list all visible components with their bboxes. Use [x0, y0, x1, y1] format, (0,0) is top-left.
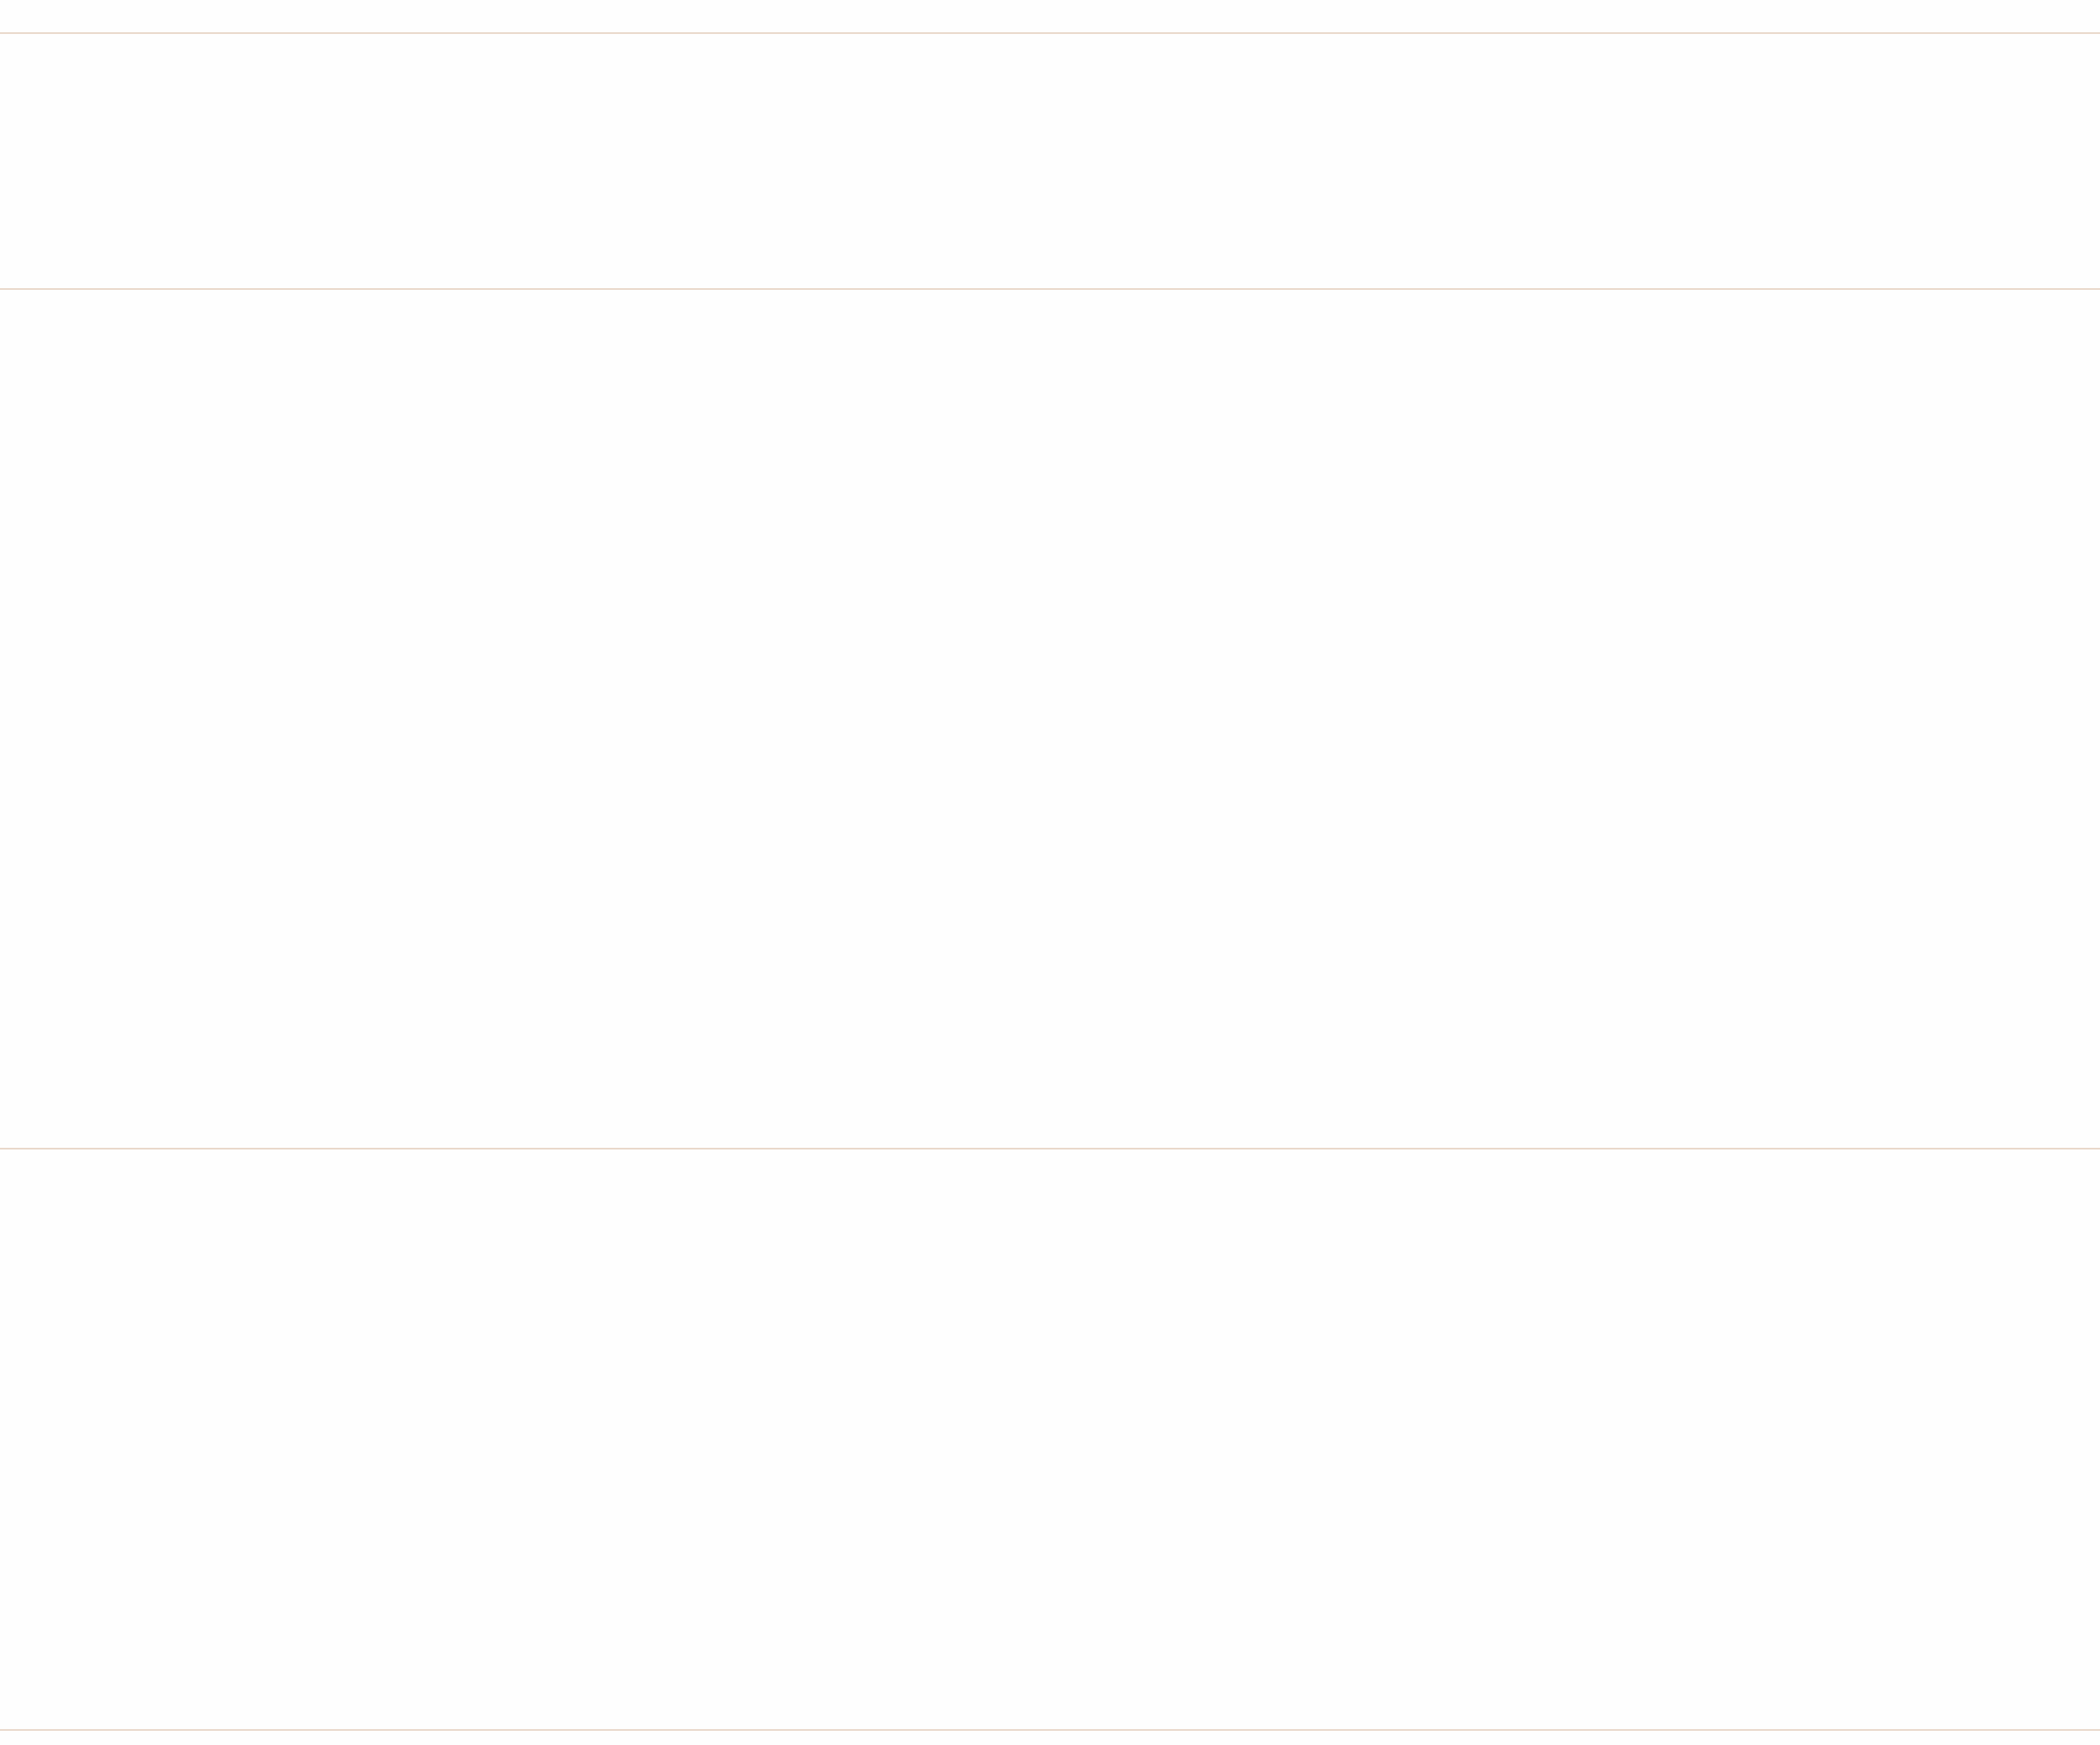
header-band: [0, 34, 2100, 288]
bottom-divider: [0, 1729, 2100, 1731]
lower-content-area: [0, 1149, 2100, 1729]
main-content-area: [0, 290, 2100, 1148]
header-bottom-divider: [0, 288, 2100, 290]
middle-divider: [0, 1148, 2100, 1149]
top-divider: [0, 32, 2100, 34]
